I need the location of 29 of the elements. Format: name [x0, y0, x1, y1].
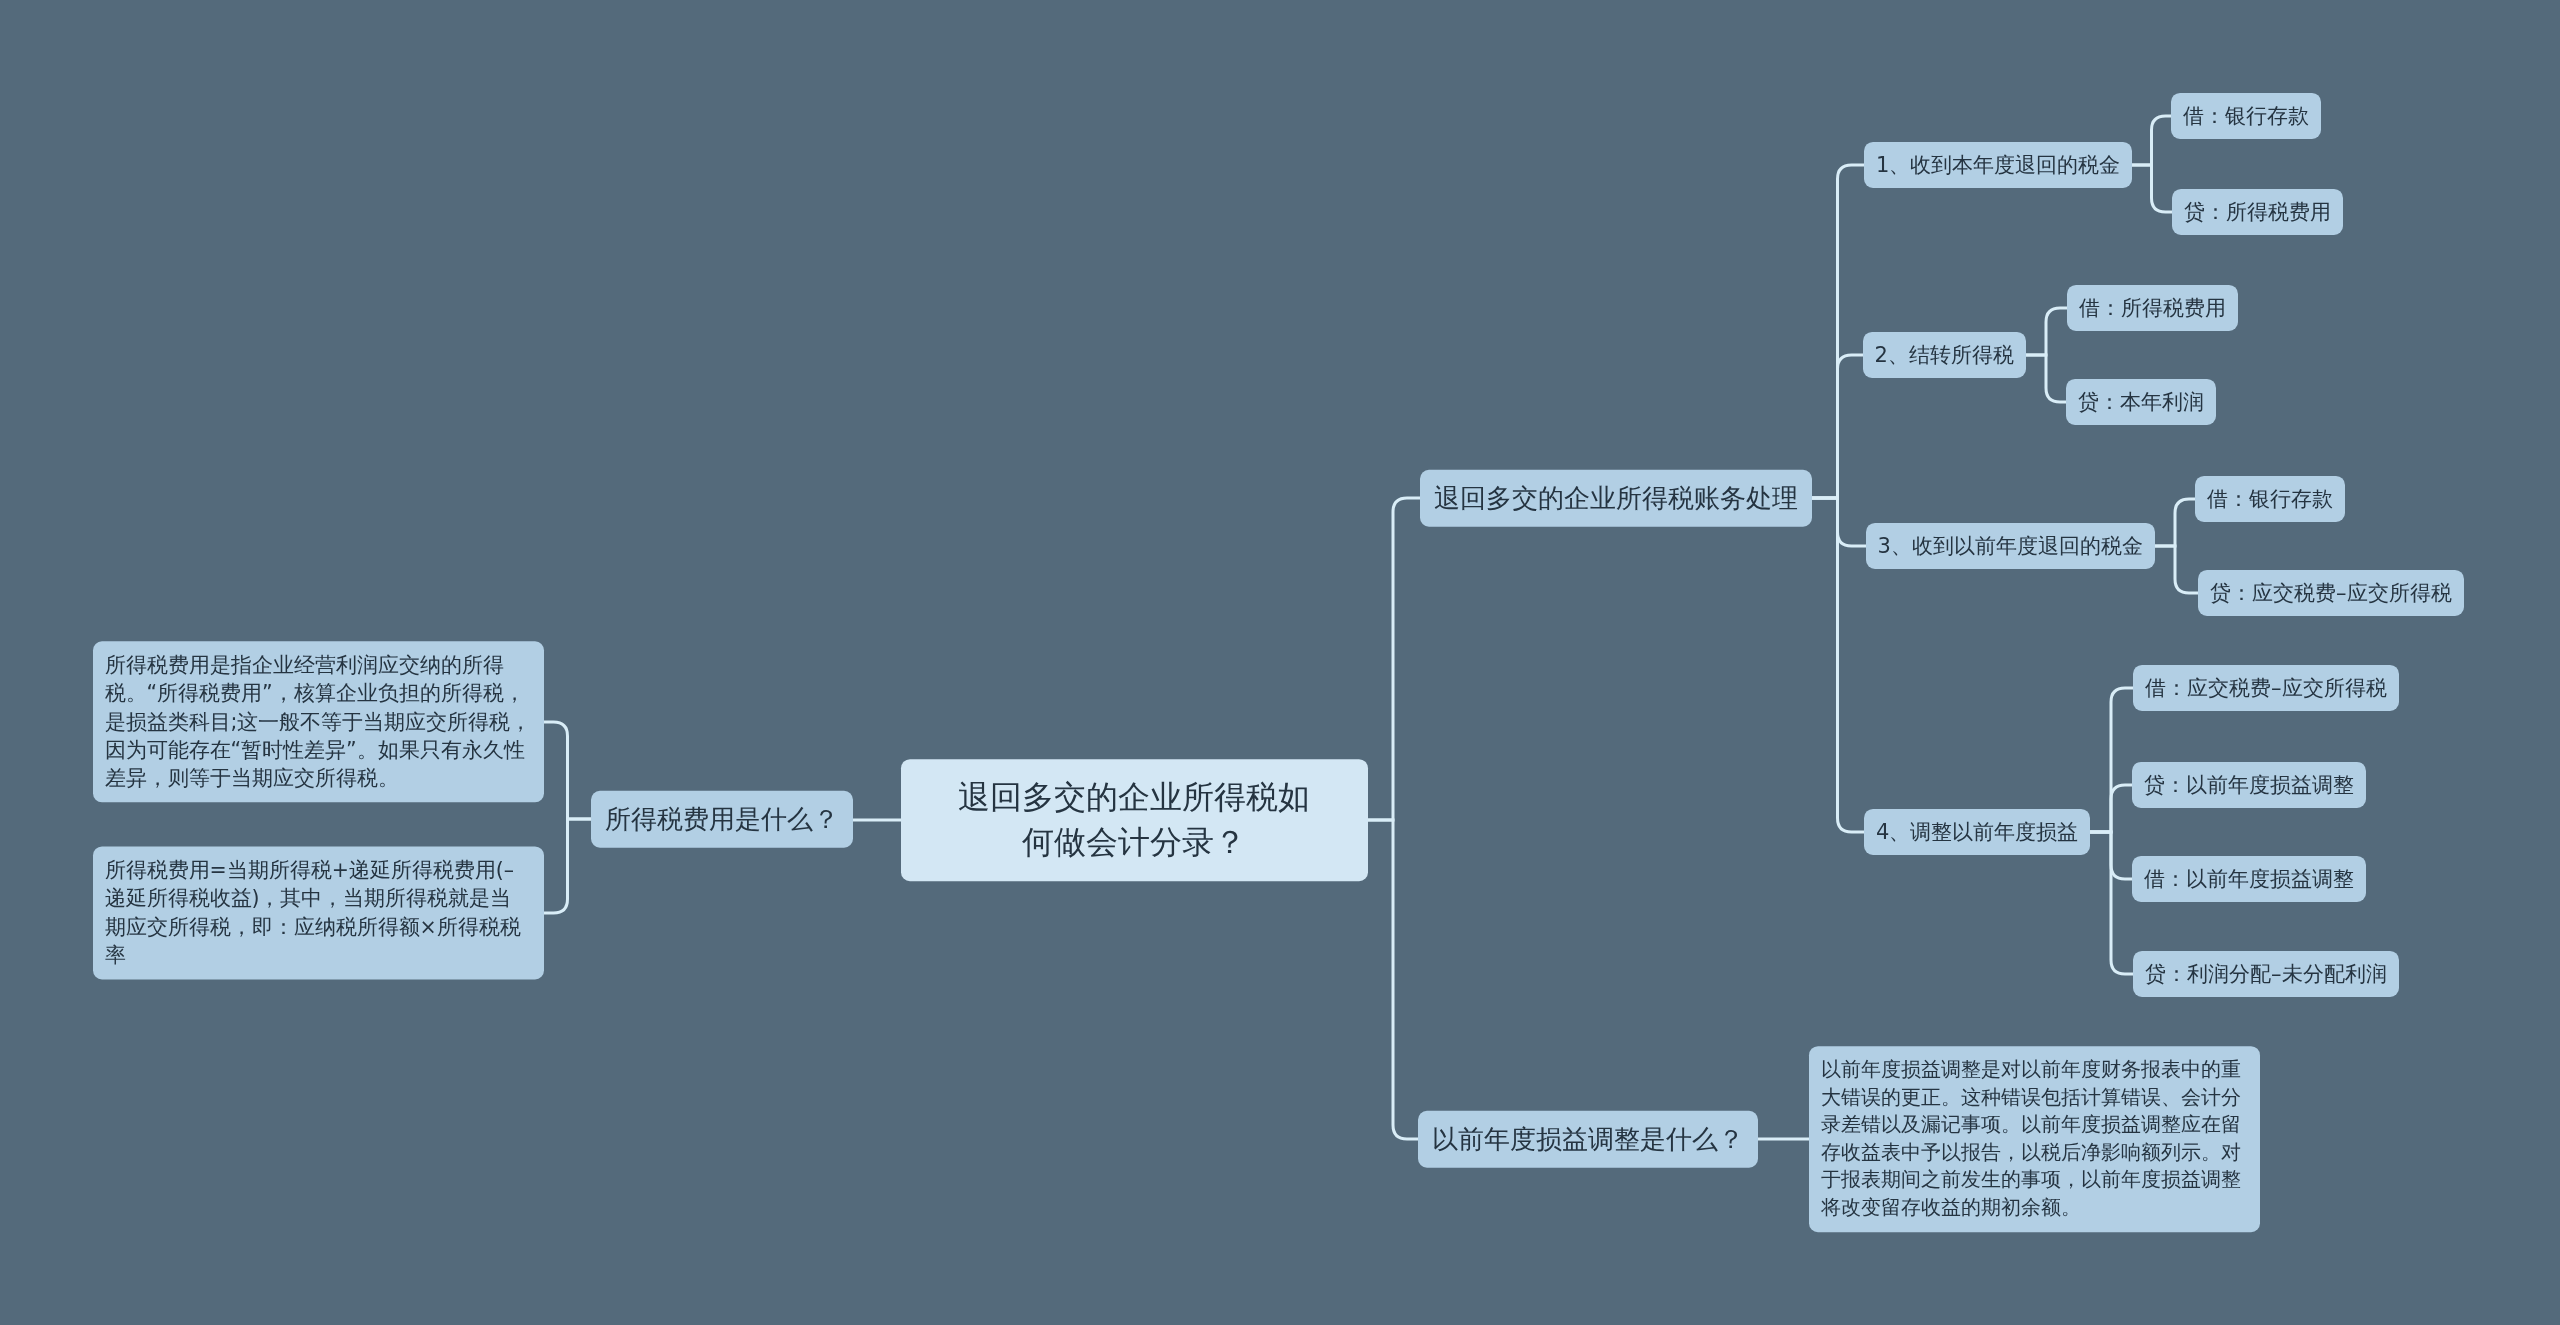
entry-box: 贷：应交税费–应交所得税 [2198, 569, 2464, 617]
subtopic-box: 3、收到以前年度退回的税金 [1865, 522, 2155, 570]
entry-box: 借：银行存款 [2195, 475, 2345, 523]
subtopic-box: 2、结转所得税 [1862, 331, 2026, 379]
subtopic-box: 1、收到本年度退回的税金 [1864, 141, 2133, 189]
connector-line [2132, 163, 2172, 214]
entry-box: 贷：以前年度损益调整 [2132, 761, 2366, 809]
note-box: 所得税费用是指企业经营利润应交纳的所得税。“所得税费用”，核算企业负担的所得税，是损益类科目;这一般不等于当期应交所得税，因为可能存在“暂时性差异”。如果只有永久性差异，则等于当期应交所得税。 [92, 641, 544, 803]
entry-box: 借：所得税费用 [2066, 284, 2238, 332]
note-box: 以前年度损益调整是对以前年度财务报表中的重大错误的更正。这种错误包括计算错误、会计分录差错以及漏记事项。以前年度损益调整应在留存收益表中予以报告，以税后净影响额列示。对于报表期间之前发生的事项，以前年度损益调整将改变留存收益的期初余额。 [1808, 1046, 2260, 1232]
connector-line [1368, 818, 1418, 1141]
topic-box: 以前年度损益调整是什么？ [1418, 1110, 1758, 1168]
entry-box: 贷：本年利润 [2066, 378, 2216, 426]
connector-line [2026, 353, 2066, 404]
topic-box: 所得税费用是什么？ [591, 790, 853, 848]
entry-box: 贷：所得税费用 [2171, 188, 2343, 236]
connector-line [853, 818, 901, 822]
connector-line [1758, 1137, 1809, 1141]
connector-line [544, 817, 591, 915]
connector-line [2155, 544, 2198, 595]
note-box: 所得税费用=当期所得税+递延所得税费用(–递延所得税收益)，其中，当期所得税就是当期应交所得税，即：应纳税所得额×所得税税率 [92, 846, 544, 980]
root-topic-box: 退回多交的企业所得税如何做会计分录？ [900, 759, 1368, 881]
topic-box: 退回多交的企业所得税账务处理 [1420, 469, 1812, 527]
entry-box: 贷：利润分配–未分配利润 [2133, 950, 2399, 998]
entry-box: 借：应交税费–应交所得税 [2133, 664, 2399, 712]
entry-box: 借：以前年度损益调整 [2132, 855, 2366, 903]
subtopic-box: 4、调整以前年度损益 [1864, 808, 2091, 856]
connector-line [2090, 830, 2133, 976]
entry-box: 借：银行存款 [2171, 92, 2321, 140]
